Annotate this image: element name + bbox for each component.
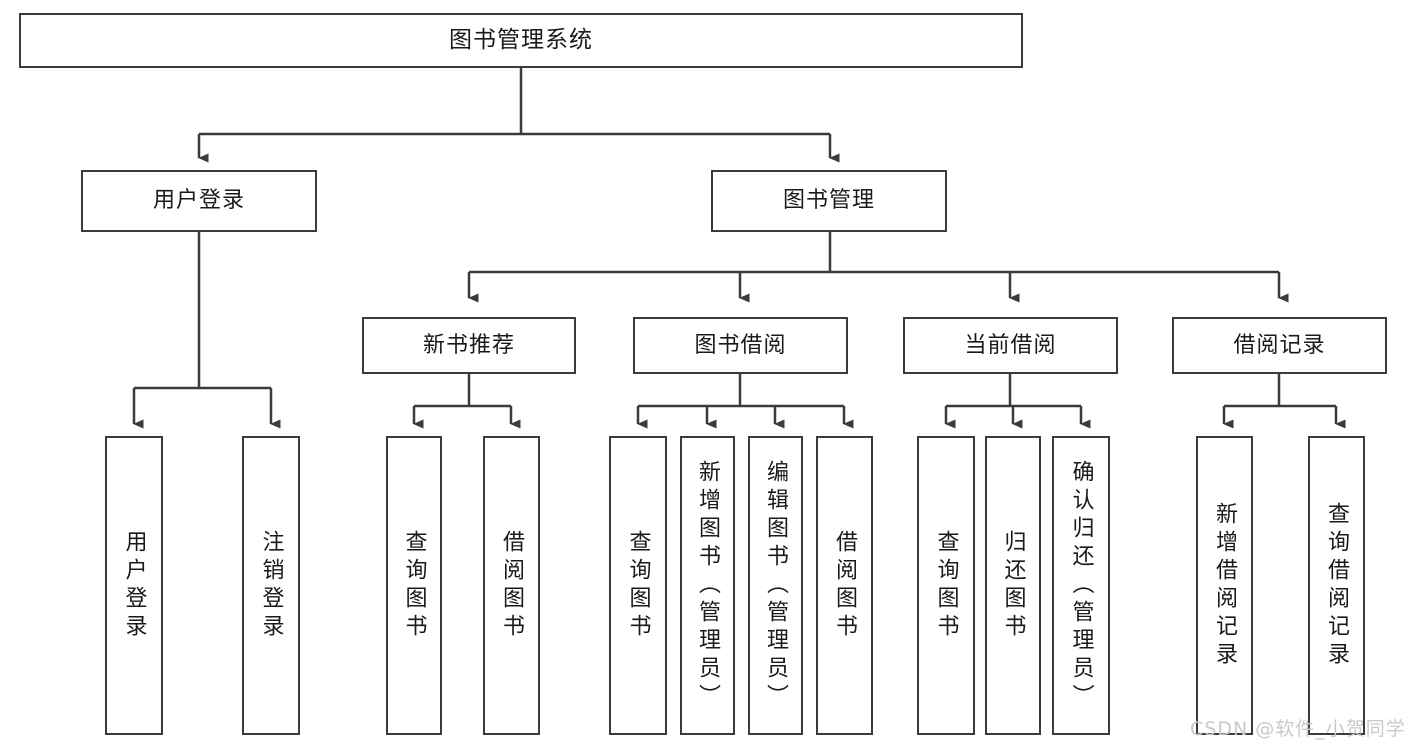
leaf-query-book-1[interactable]: 查询图书 <box>386 436 442 735</box>
node-new-book-recommend[interactable]: 新书推荐 <box>362 317 576 374</box>
leaf-edit-book[interactable]: 编辑图书（管理员） <box>748 436 803 735</box>
node-book-manage[interactable]: 图书管理 <box>711 170 947 232</box>
node-user-login[interactable]: 用户登录 <box>81 170 317 232</box>
node-borrow-record[interactable]: 借阅记录 <box>1172 317 1387 374</box>
node-book-borrow[interactable]: 图书借阅 <box>633 317 848 374</box>
leaf-user-login[interactable]: 用户登录 <box>105 436 163 735</box>
leaf-query-book-2[interactable]: 查询图书 <box>609 436 667 735</box>
leaf-query-record[interactable]: 查询借阅记录 <box>1308 436 1365 735</box>
leaf-add-book[interactable]: 新增图书（管理员） <box>680 436 735 735</box>
leaf-borrow-book-1[interactable]: 借阅图书 <box>483 436 540 735</box>
node-root[interactable]: 图书管理系统 <box>19 13 1023 68</box>
leaf-logout-login[interactable]: 注销登录 <box>242 436 300 735</box>
leaf-confirm-return[interactable]: 确认归还（管理员） <box>1052 436 1110 735</box>
leaf-query-book-3[interactable]: 查询图书 <box>917 436 975 735</box>
leaf-borrow-book-2[interactable]: 借阅图书 <box>816 436 873 735</box>
leaf-add-record[interactable]: 新增借阅记录 <box>1196 436 1253 735</box>
node-current-borrow[interactable]: 当前借阅 <box>903 317 1118 374</box>
leaf-return-book[interactable]: 归还图书 <box>985 436 1041 735</box>
csdn-watermark: CSDN @软件_小贺同学 <box>1190 718 1405 740</box>
